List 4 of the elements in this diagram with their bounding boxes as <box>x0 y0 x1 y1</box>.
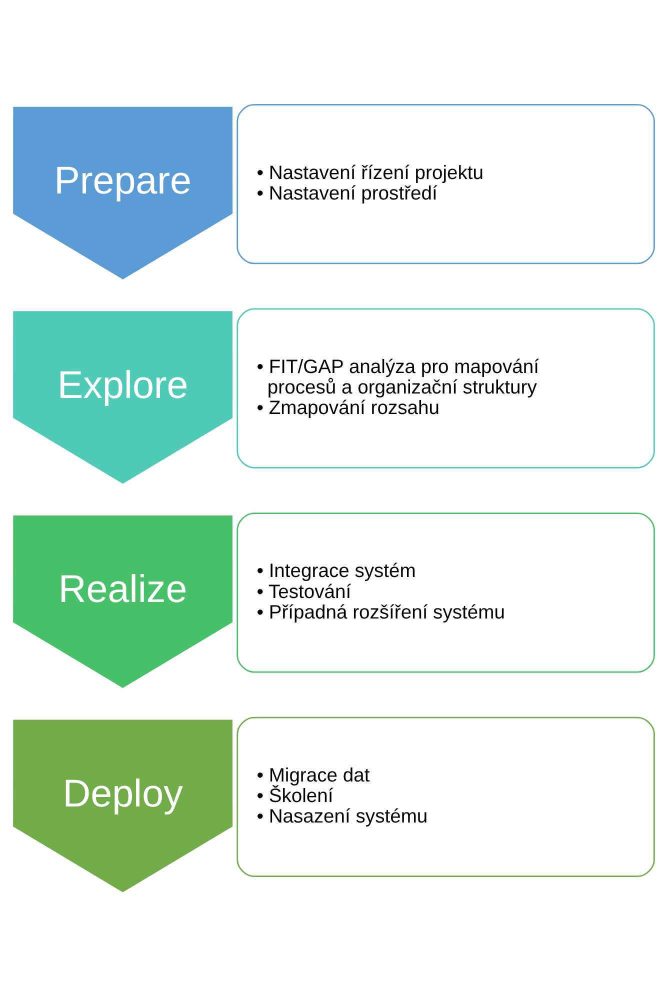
node-box: • Migrace dat • Školení • Nasazení systému <box>236 716 655 877</box>
node-box: • Nastavení řízení projektu • Nastavení prostředí <box>236 104 655 264</box>
node-box: • FIT/GAP analýza pro mapování procesů a organizační struktury • Zmapování rozsahu <box>236 308 655 468</box>
node-box: • Integrace systém • Testování • Případná rozšíření systému <box>236 512 655 673</box>
